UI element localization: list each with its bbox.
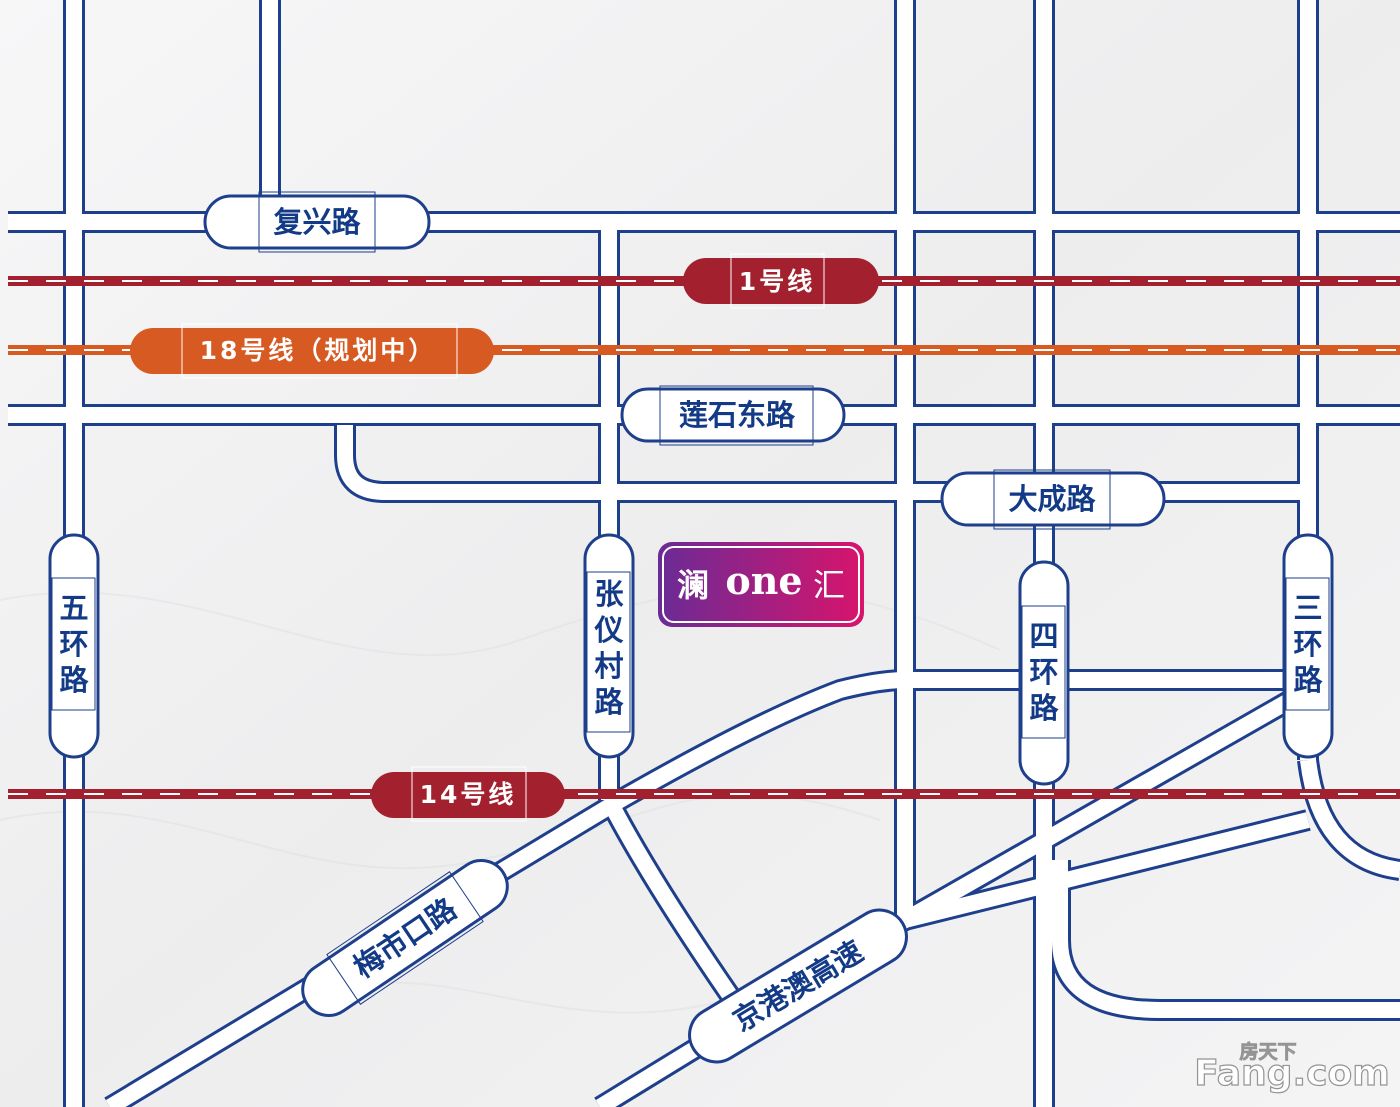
- road-label-fifth-ring[interactable]: 五 环 路: [48, 533, 100, 759]
- metro-label-line14[interactable]: 14号线: [371, 766, 565, 822]
- road-label-fifth-ring-char-1: 五: [59, 591, 88, 625]
- road-label-fifth-ring-char-3: 路: [59, 663, 89, 697]
- road-label-third-ring-char-3: 路: [1293, 663, 1323, 697]
- road-label-fuxing[interactable]: 复兴路: [203, 191, 431, 253]
- road-east-loop: [1052, 860, 1400, 1018]
- road-label-zhangyicun[interactable]: 张 仪 村 路: [583, 533, 635, 759]
- metro-label-line18-text: 18号线（规划中）: [200, 336, 437, 365]
- project-name-prefix: 澜: [677, 566, 709, 604]
- road-label-lianshi-east[interactable]: 莲石东路: [620, 385, 846, 446]
- road-label-third-ring-char-2: 环: [1293, 627, 1322, 661]
- metro-label-line18[interactable]: 18号线（规划中）: [130, 323, 494, 379]
- project-label[interactable]: 澜 one 汇: [658, 542, 864, 627]
- road-label-zhangyicun-char-1: 张: [594, 577, 624, 611]
- road-label-dacheng-text: 大成路: [1008, 482, 1096, 516]
- road-third-ring-curve: [1300, 758, 1400, 878]
- road-label-fourth-ring-char-3: 路: [1029, 691, 1059, 725]
- road-label-fifth-ring-char-2: 环: [59, 627, 88, 661]
- road-label-zhangyicun-char-2: 仪: [593, 613, 623, 647]
- metro-label-line1[interactable]: 1号线: [683, 253, 879, 309]
- project-name-latin: one: [725, 558, 802, 603]
- road-zhangyicun-south: [601, 796, 747, 1015]
- road-network: [8, 0, 1400, 1107]
- road-east-diagonal: [903, 812, 1310, 928]
- road-label-fourth-ring-char-2: 环: [1029, 655, 1058, 689]
- watermark: 房天下 Fang.com: [1194, 1040, 1391, 1095]
- road-label-zhangyicun-char-3: 村: [594, 649, 623, 683]
- road-label-fourth-ring-char-1: 四: [1029, 619, 1058, 653]
- road-label-zhangyicun-char-4: 路: [594, 685, 624, 719]
- road-label-fuxing-text: 复兴路: [273, 205, 361, 239]
- road-label-third-ring[interactable]: 三 环 路: [1282, 533, 1334, 759]
- watermark-chinese: 房天下: [1239, 1040, 1296, 1063]
- metro-label-line14-text: 14号线: [420, 780, 517, 809]
- road-label-fourth-ring[interactable]: 四 环 路: [1018, 560, 1070, 786]
- road-dacheng: [337, 425, 1300, 500]
- road-label-third-ring-char-1: 三: [1293, 591, 1322, 625]
- metro-label-line1-text: 1号线: [739, 267, 815, 296]
- project-name-suffix: 汇: [813, 566, 845, 604]
- watermark-latin: Fang.com: [1194, 1053, 1389, 1094]
- road-meishikou: [105, 672, 906, 1107]
- road-label-lianshi-east-text: 莲石东路: [679, 398, 796, 432]
- road-label-dacheng[interactable]: 大成路: [940, 469, 1166, 530]
